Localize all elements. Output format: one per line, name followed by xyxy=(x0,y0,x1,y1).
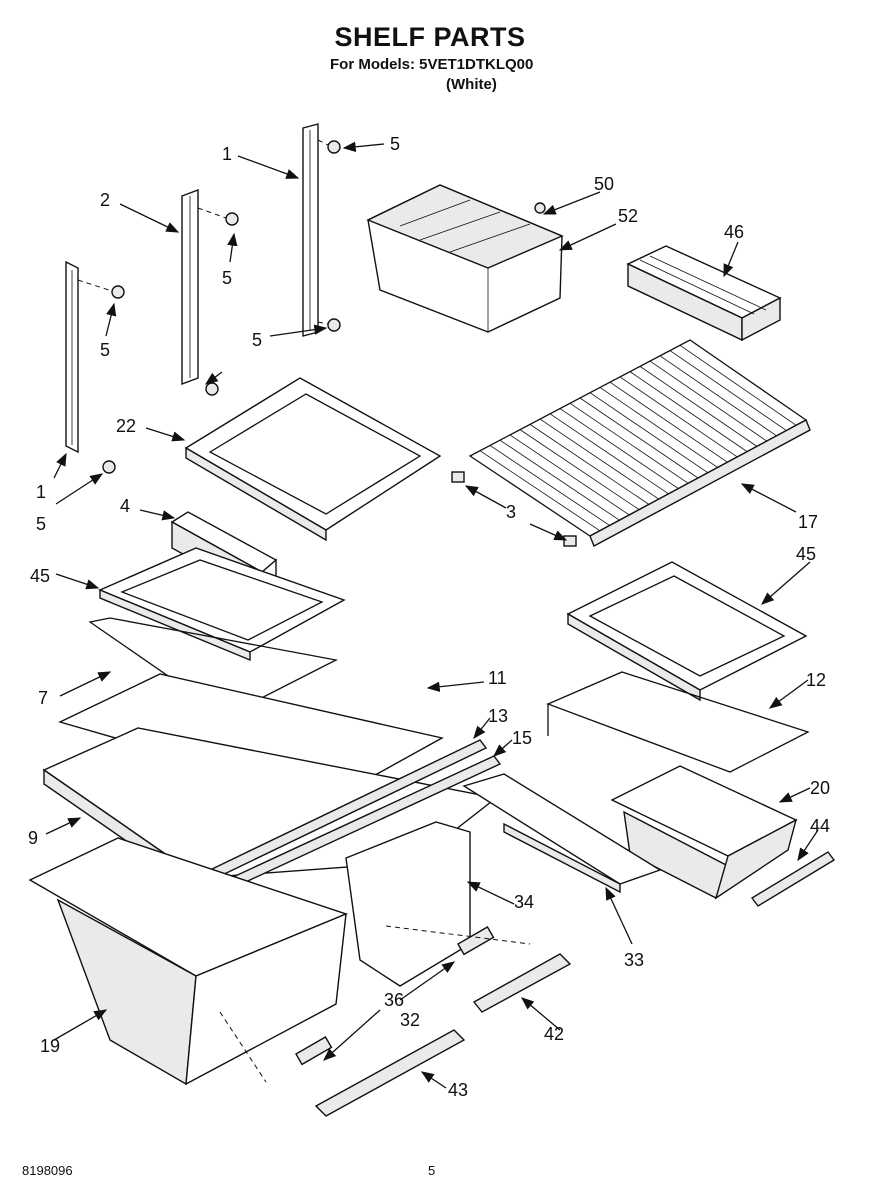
page-title: SHELF PARTS xyxy=(334,22,526,52)
shelf-45-right xyxy=(566,561,808,702)
wire-shelf xyxy=(468,339,811,547)
callout-5: 5 xyxy=(390,134,400,154)
wire-rod xyxy=(619,376,738,458)
page-number: 5 xyxy=(428,1163,436,1178)
wire-rod xyxy=(559,408,679,489)
callout-2: 2 xyxy=(100,190,110,210)
models-line: For Models: 5VET1DTKLQ00 xyxy=(330,56,534,73)
ice-tray xyxy=(626,245,782,342)
wire-rod xyxy=(529,424,650,505)
wire-rod xyxy=(679,344,797,426)
callout-33: 33 xyxy=(624,950,644,970)
wire-rod xyxy=(589,392,709,474)
wire-rod xyxy=(509,434,630,516)
callout-9: 9 xyxy=(28,828,38,848)
callout-52: 52 xyxy=(618,206,638,226)
wire-rod xyxy=(489,445,610,526)
callout-44: 44 xyxy=(810,816,830,836)
callout-45: 45 xyxy=(796,544,816,564)
callout-12: 12 xyxy=(806,670,826,690)
wire-rod xyxy=(579,397,699,479)
trim-44 xyxy=(750,851,836,907)
callout-13: 13 xyxy=(488,706,508,726)
wire-rod xyxy=(569,402,689,484)
callout-labels: 1 5 2 5 5 5 1 5 50 52 46 22 4 3 17 45 45… xyxy=(28,134,830,1100)
trim-43 xyxy=(314,1029,466,1117)
callout-46: 46 xyxy=(724,222,744,242)
crisper-drawer-19 xyxy=(28,837,349,1086)
rail-middle xyxy=(181,188,199,386)
callout-50: 50 xyxy=(594,174,614,194)
callout-43: 43 xyxy=(448,1080,468,1100)
clips-36-32 xyxy=(219,925,531,1083)
trim-42 xyxy=(472,953,572,1013)
bracket-33 xyxy=(462,773,662,894)
rail-left xyxy=(65,260,79,454)
callout-4: 4 xyxy=(120,496,130,516)
wire-rod xyxy=(539,418,659,500)
ice-bin xyxy=(366,184,564,333)
wire-rod xyxy=(549,413,669,495)
wire-rod xyxy=(599,387,718,468)
rail-right xyxy=(302,123,319,337)
callout-36: 36 xyxy=(384,990,404,1010)
shelf-pins xyxy=(451,471,577,547)
wire-rod xyxy=(639,366,758,447)
color-line: (White) xyxy=(446,76,497,93)
callout-17: 17 xyxy=(798,512,818,532)
wire-rod xyxy=(659,355,777,437)
callout-22: 22 xyxy=(116,416,136,436)
callout-20: 20 xyxy=(810,778,830,798)
callout-7: 7 xyxy=(38,688,48,708)
frame-12 xyxy=(546,671,810,773)
wire-rod xyxy=(609,381,728,463)
wire-rod xyxy=(669,350,787,431)
callout-45: 45 xyxy=(30,566,50,586)
callout-34: 34 xyxy=(514,892,534,912)
callout-5: 5 xyxy=(100,340,110,360)
callout-1: 1 xyxy=(222,144,232,164)
callout-42: 42 xyxy=(544,1024,564,1044)
meat-drawer xyxy=(610,765,798,900)
callout-19: 19 xyxy=(40,1036,60,1056)
shelf-45-left xyxy=(98,547,346,662)
wire-rod xyxy=(499,439,620,521)
screws xyxy=(77,139,341,474)
screw-50 xyxy=(534,202,546,214)
document-number: 8198096 xyxy=(22,1163,73,1178)
shelf-frame-upper xyxy=(184,377,442,542)
callout-5: 5 xyxy=(222,268,232,288)
wire-rod xyxy=(629,371,748,452)
leader-arrows xyxy=(45,141,819,1089)
wire-rod xyxy=(649,360,767,442)
callout-3: 3 xyxy=(506,502,516,522)
callout-32: 32 xyxy=(400,1010,420,1030)
callout-15: 15 xyxy=(512,728,532,748)
callout-11: 11 xyxy=(488,668,507,688)
callout-1: 1 xyxy=(36,482,46,502)
callout-5: 5 xyxy=(36,514,46,534)
wire-rod xyxy=(479,450,601,532)
callout-5: 5 xyxy=(252,330,262,350)
wire-rod xyxy=(519,429,640,510)
